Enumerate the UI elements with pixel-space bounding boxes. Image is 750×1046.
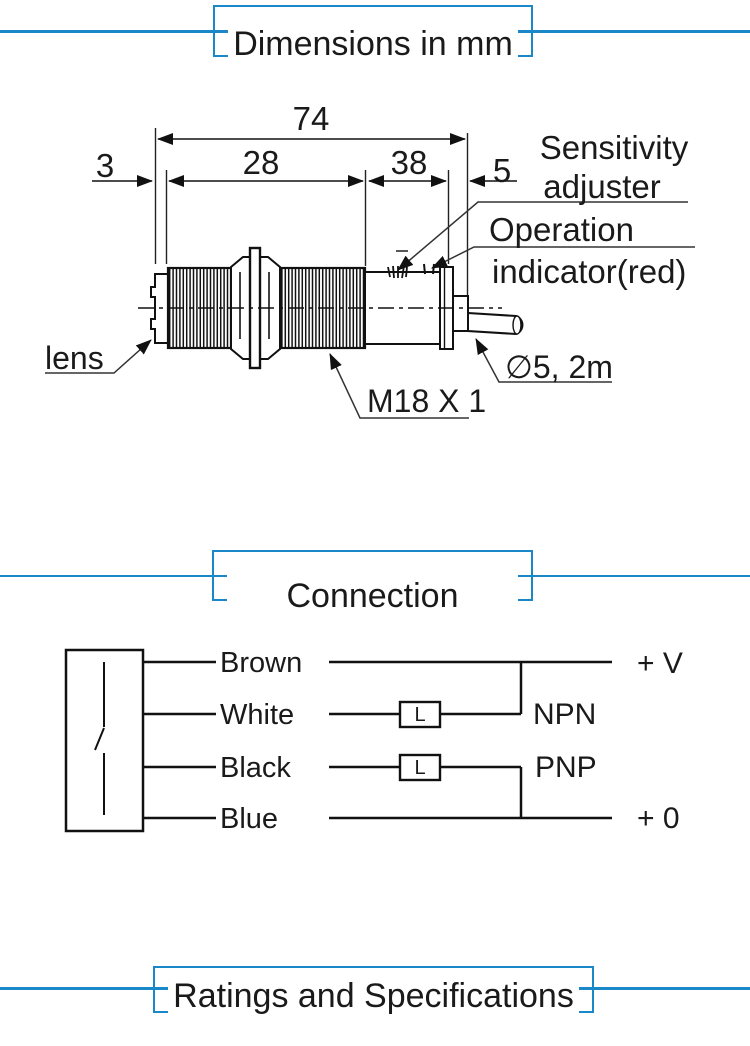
terminal-plus-v: + V xyxy=(637,647,683,680)
cable-tip xyxy=(512,315,522,335)
load-box-npn xyxy=(398,700,442,729)
wire-label-brown: Brown xyxy=(220,647,302,679)
dimension-lines xyxy=(92,133,517,187)
load-symbols: L L xyxy=(398,700,442,782)
label-thread-spec: M18 X 1 xyxy=(367,383,486,419)
load-box-pnp xyxy=(398,753,442,782)
header-rule-left xyxy=(0,987,168,990)
indicator-marks xyxy=(423,263,435,275)
output-npn: NPN xyxy=(533,698,596,731)
header-bracket-box xyxy=(212,550,533,601)
header-rule-left xyxy=(0,574,227,577)
header-bracket-stub-left xyxy=(213,54,228,57)
wires xyxy=(143,660,612,820)
header-bracket-stub-right xyxy=(518,598,533,601)
header-bracket-stub-left xyxy=(153,1010,168,1013)
terminal-plus-0: + 0 xyxy=(637,802,680,835)
label-sensitivity-line1: Sensitivity xyxy=(540,129,689,166)
header-bracket-stub-right xyxy=(579,1010,594,1013)
wire-label-white: White xyxy=(220,699,294,731)
header-bracket-box xyxy=(213,5,533,57)
header-rule-right xyxy=(579,987,750,990)
header-rule-right xyxy=(518,30,750,33)
leader-lines xyxy=(45,201,695,419)
header-bracket-box xyxy=(153,966,594,1013)
section-title-dimensions: Dimensions in mm xyxy=(233,25,513,63)
connection-wiring-diagram: L L Brown White Black Blue + V NPN PNP +… xyxy=(64,647,683,835)
load-label-pnp: L xyxy=(414,757,425,779)
dim-front-thread: 28 xyxy=(243,144,280,181)
wire-label-blue: Blue xyxy=(220,803,278,835)
section-title-connection: Connection xyxy=(286,577,459,615)
section-title-ratings: Ratings and Specifications xyxy=(173,977,574,1015)
header-bracket-stub-right xyxy=(518,54,533,57)
dim-cable-tail: 5 xyxy=(493,152,511,189)
label-operation-line2: indicator(red) xyxy=(492,253,686,290)
label-cable-spec: ∅5, 2m xyxy=(505,349,613,385)
cable-bushing xyxy=(452,295,469,332)
extension-lines xyxy=(154,128,469,297)
sensor-dimension-drawing: 74 3 28 38 5 Sensitivity adjuster Operat… xyxy=(45,100,695,419)
dim-overall: 74 xyxy=(293,100,330,137)
sensor-switch-symbol xyxy=(64,648,145,833)
label-lens: lens xyxy=(45,340,104,376)
adjuster-marks xyxy=(387,250,408,279)
dim-lens-protrusion: 3 xyxy=(96,147,114,184)
wire-label-black: Black xyxy=(220,752,291,784)
header-rule-left xyxy=(0,30,228,33)
header-rule-right xyxy=(518,574,750,577)
output-pnp: PNP xyxy=(535,751,597,784)
label-operation-line1: Operation xyxy=(489,211,634,248)
header-bracket-stub-left xyxy=(212,598,227,601)
load-label-npn: L xyxy=(414,704,425,726)
label-sensitivity-line2: adjuster xyxy=(543,168,660,205)
dim-rear-body: 38 xyxy=(391,144,428,181)
